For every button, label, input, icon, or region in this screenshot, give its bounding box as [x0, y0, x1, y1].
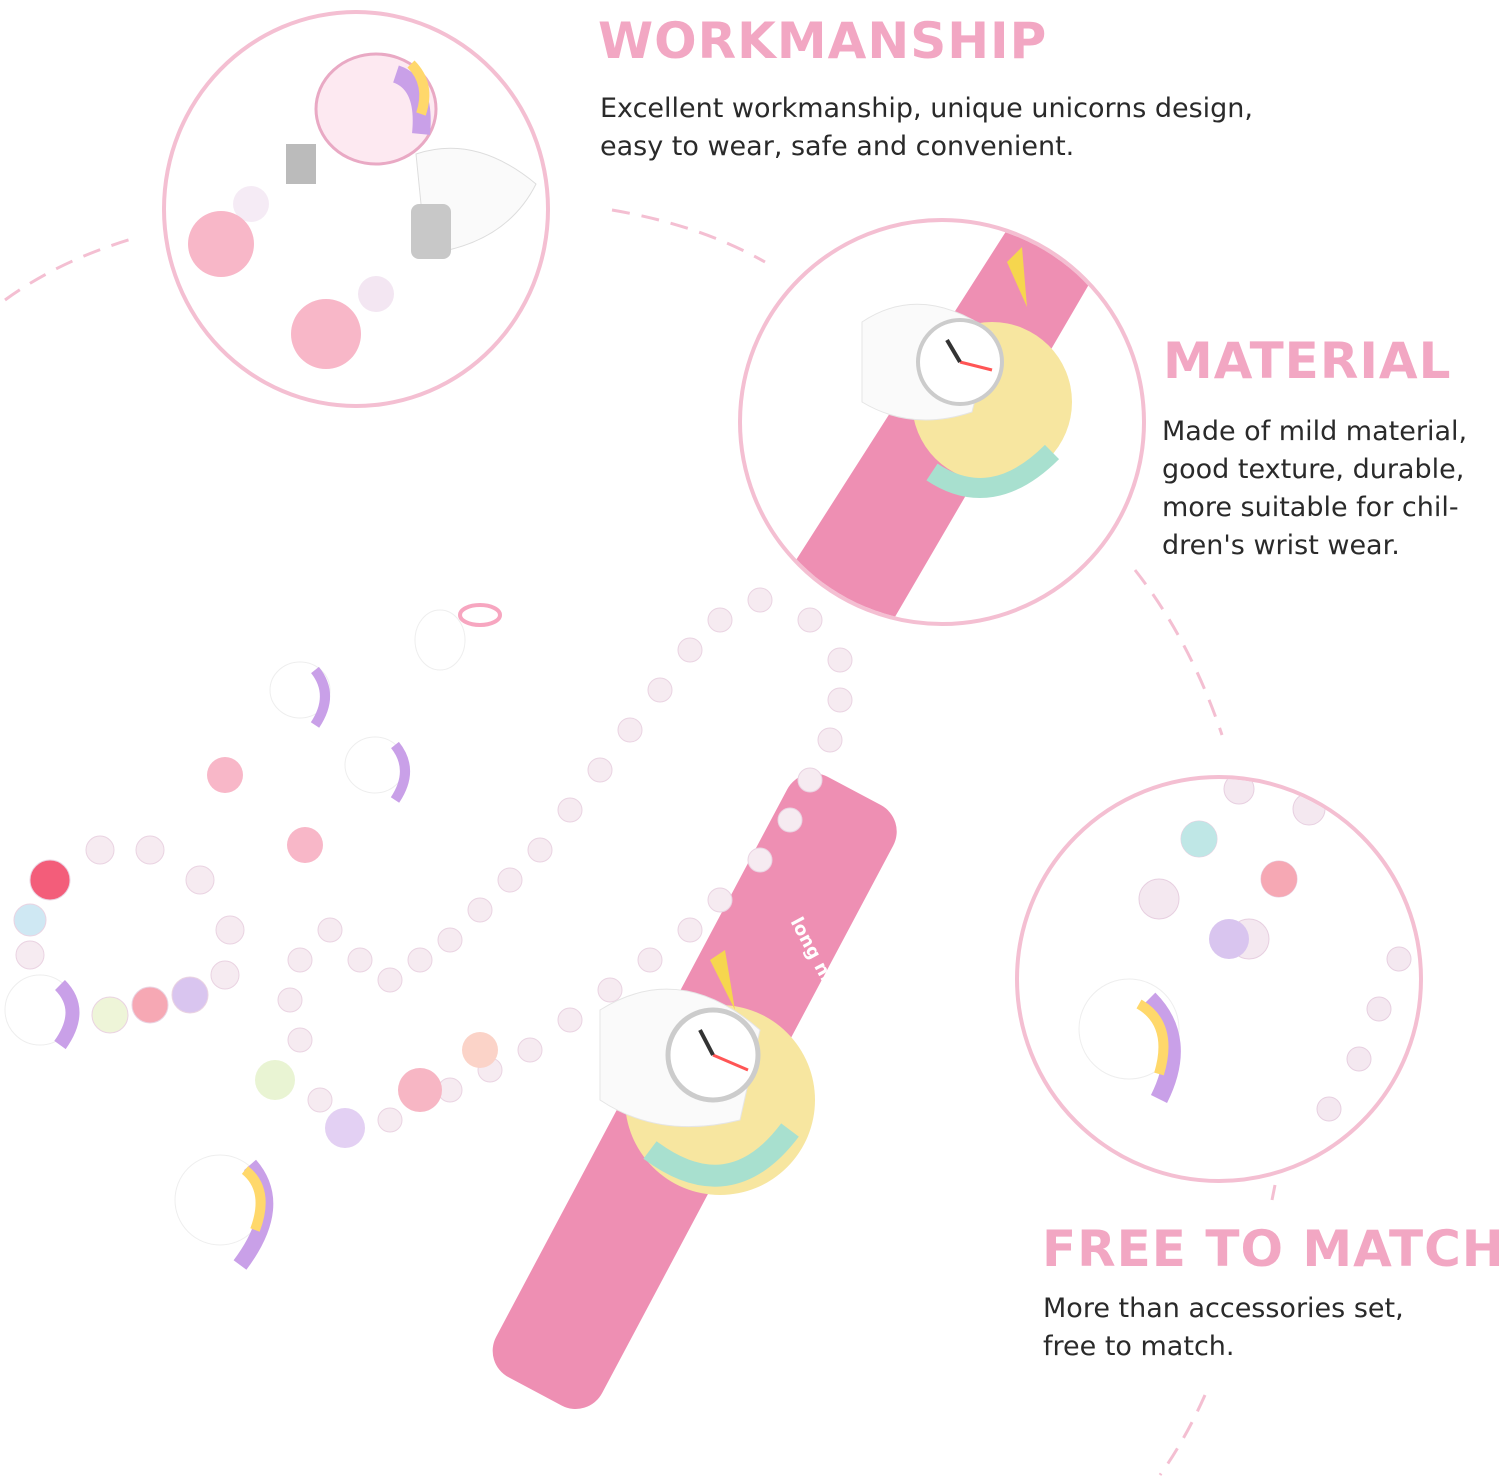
workmanship-title: WORKMANSHIP [598, 12, 1048, 70]
watch-face [599, 950, 815, 1195]
match-detail-circle [1015, 775, 1423, 1183]
clip-earrings-image [188, 52, 537, 369]
necklace-closeup-image [1078, 779, 1412, 1122]
workmanship-detail-circle [162, 10, 550, 408]
material-detail-circle [738, 218, 1146, 626]
free-to-match-text: More than accessories set, free to match… [1043, 1293, 1404, 1362]
material-text: Made of mild material, good texture, dur… [1162, 416, 1468, 561]
bead-necklace [277, 587, 853, 1143]
material-title: MATERIAL [1163, 332, 1452, 390]
free-to-match-title: FREE TO MATCH [1042, 1220, 1500, 1278]
unicorn-charms [4, 603, 502, 1270]
workmanship-text: Excellent workmanship, unique unicorns d… [600, 93, 1253, 162]
watch-closeup-image [782, 222, 1102, 622]
bead-bracelet [13, 835, 245, 1034]
